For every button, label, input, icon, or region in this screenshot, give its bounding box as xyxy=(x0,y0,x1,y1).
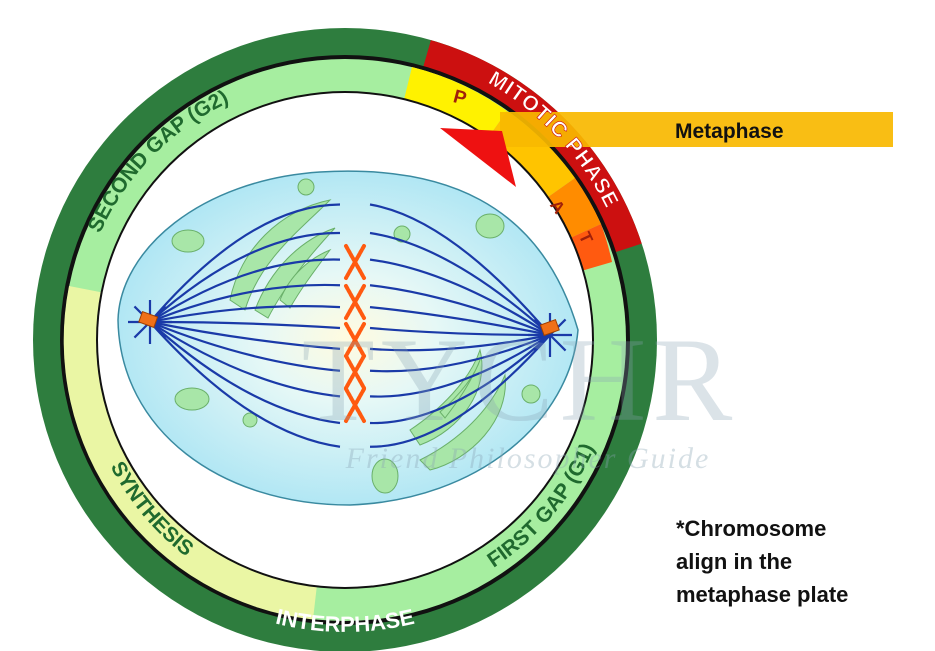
centrosome-right xyxy=(539,318,560,337)
spindle-fiber xyxy=(149,258,341,323)
spindle-fiber xyxy=(369,333,551,373)
mitochondrion xyxy=(174,387,210,411)
spindle-fiber xyxy=(369,333,551,352)
spindle-fiber xyxy=(369,334,551,398)
spindle-fiber xyxy=(149,305,341,324)
centrosome-left xyxy=(138,310,159,329)
watermark-title: TYCHR xyxy=(302,313,739,446)
spindle-fiber xyxy=(149,320,341,350)
golgi-cisterna xyxy=(254,227,336,319)
chromosome xyxy=(344,322,366,358)
note-line: *Chromosome xyxy=(676,516,827,541)
vesicle xyxy=(297,178,315,196)
metaphase-callout-label: Metaphase xyxy=(675,120,784,143)
spindle-fiber xyxy=(149,283,341,324)
aster-ray xyxy=(533,334,551,352)
chromosomes xyxy=(344,244,366,423)
golgi-cisterna xyxy=(419,373,506,471)
spindle-fiber xyxy=(149,321,341,448)
organelles xyxy=(171,178,541,494)
golgi-cisterna xyxy=(279,248,332,309)
vesicle xyxy=(393,225,411,243)
spindle-fiber xyxy=(149,321,341,398)
note-line: align in the xyxy=(676,549,793,574)
cell-body xyxy=(117,170,579,506)
chromosome xyxy=(344,244,366,280)
spindle-fiber xyxy=(369,306,551,337)
spindle-fiber xyxy=(149,231,341,323)
spindle-fiber xyxy=(369,203,551,336)
mitochondrion xyxy=(171,229,205,253)
spindle-fiber xyxy=(369,231,551,336)
chromosome xyxy=(344,354,366,390)
vesicle xyxy=(242,412,258,428)
metaphase-note: *Chromosome align in the metaphase plate xyxy=(676,512,848,611)
spindle-fiber xyxy=(369,326,551,337)
chromosome xyxy=(344,387,366,423)
note-line: metaphase plate xyxy=(676,582,849,607)
prophase-letter: P xyxy=(451,86,469,110)
spindle-fiber xyxy=(369,334,551,425)
mitochondrion xyxy=(371,458,399,494)
golgi-cisterna xyxy=(229,199,332,311)
aster-ray xyxy=(549,334,567,352)
spindle-fiber xyxy=(369,258,551,336)
spindle-fiber xyxy=(149,320,341,330)
spindle-fiber xyxy=(369,334,551,448)
spindle-fiber xyxy=(149,321,341,425)
spindle-fibers xyxy=(128,203,572,448)
spindle-fiber xyxy=(149,203,341,323)
vesicle xyxy=(521,384,541,404)
spindle-fiber xyxy=(369,284,551,337)
spindle-fiber xyxy=(149,320,341,372)
mitochondrion xyxy=(475,213,505,239)
watermark-subtitle: Friend Philosopher Guide xyxy=(345,442,711,475)
metaphase-callout-bar xyxy=(500,112,893,147)
metaphase-pointer-arrow xyxy=(440,128,516,187)
golgi-cisterna xyxy=(409,348,483,446)
chromosome xyxy=(344,284,366,320)
